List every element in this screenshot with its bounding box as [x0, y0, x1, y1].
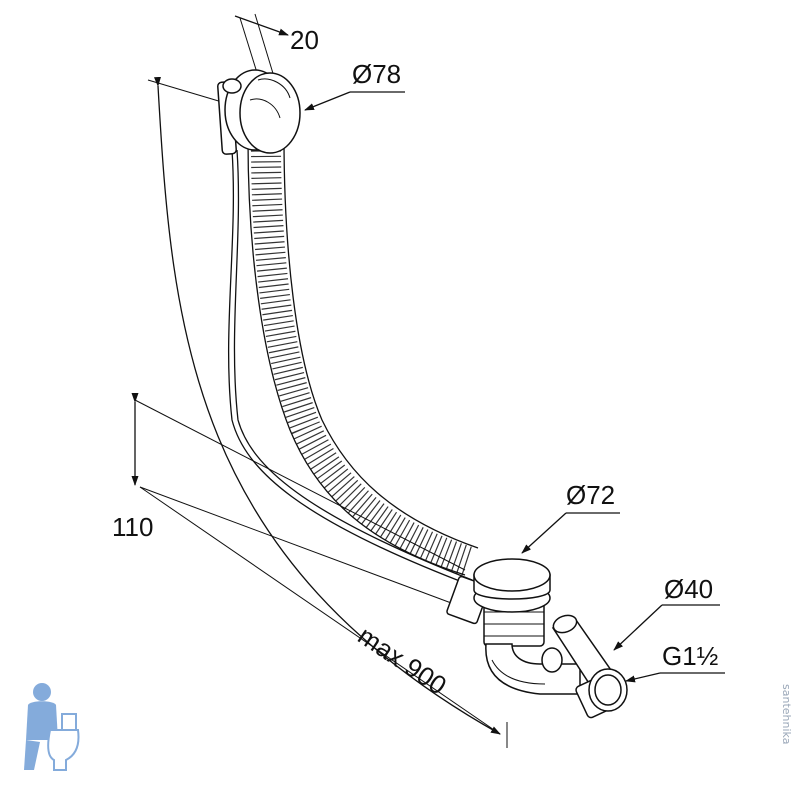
- overflow-cap: [222, 69, 301, 154]
- outlet-pipe: [551, 614, 628, 719]
- plumber-mascot-icon: [24, 683, 80, 771]
- leader-lines: [304, 91, 725, 683]
- dimension-length: [139, 76, 508, 748]
- dimension-height: [131, 393, 471, 611]
- label-diameter-72: Ø72: [566, 480, 615, 510]
- watermark-text: santehnika: [780, 684, 793, 744]
- corrugated-hose: [247, 137, 479, 577]
- label-thread: G1½: [662, 641, 718, 671]
- label-height-110: 110: [112, 512, 153, 542]
- label-width-20: 20: [290, 25, 319, 55]
- siphon-trap: [485, 643, 581, 695]
- label-length-max: max 900: [353, 620, 452, 701]
- drain-valve: [446, 558, 551, 647]
- label-diameter-78: Ø78: [352, 59, 401, 89]
- label-diameter-40: Ø40: [664, 574, 713, 604]
